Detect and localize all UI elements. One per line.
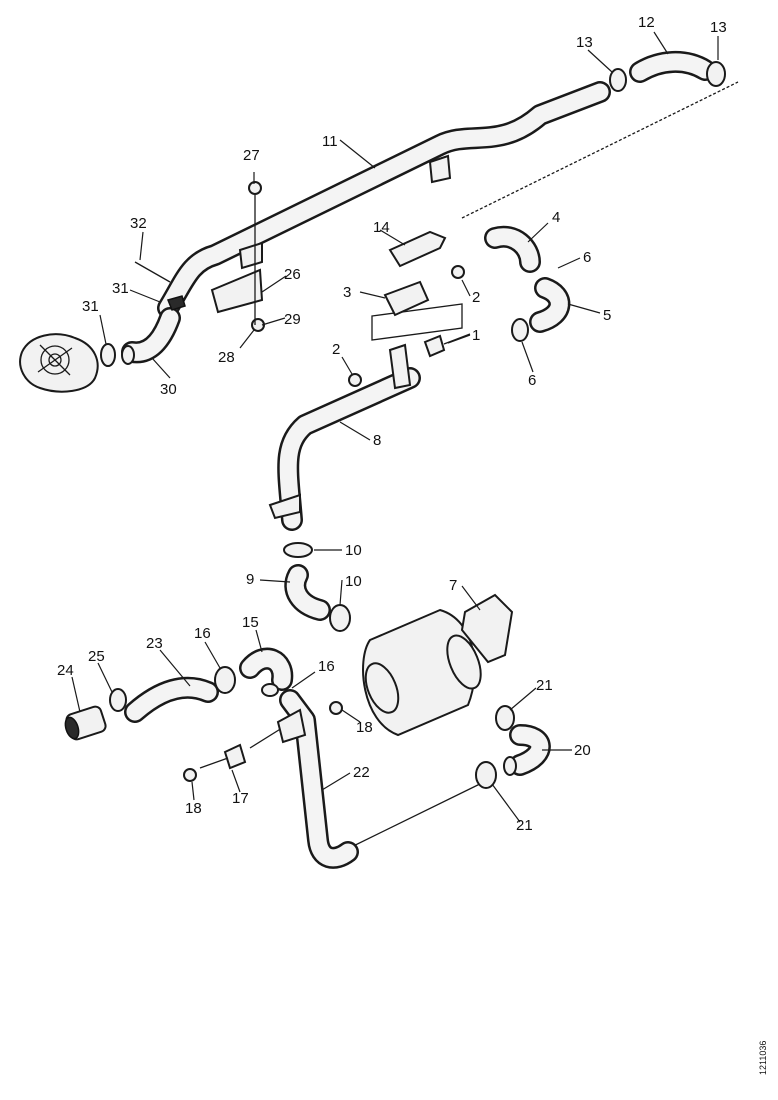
callout-8: 8: [373, 432, 381, 449]
callout-25: 25: [88, 648, 105, 665]
callout-14: 14: [373, 219, 390, 236]
callout-27: 27: [243, 147, 260, 164]
callout-10a: 10: [345, 542, 362, 559]
callout-6b: 6: [528, 372, 536, 389]
assembly-guide-lines: [249, 81, 739, 856]
callout-20: 20: [574, 742, 591, 759]
brackets: [210, 154, 514, 744]
callout-26: 26: [284, 266, 301, 283]
callout-13b: 13: [710, 19, 727, 36]
pipe-bend-15: [239, 647, 294, 691]
document-id: 1211036: [758, 1041, 768, 1075]
callout-32: 32: [130, 215, 147, 232]
turbocharger-housing: [19, 333, 99, 393]
down-pipe-22: [279, 689, 359, 869]
front-pipe-11: [157, 81, 611, 319]
intermediate-pipe-8: [277, 367, 421, 531]
pipe-bend-30: [121, 307, 181, 364]
callout-1: 1: [472, 327, 480, 344]
clamps-and-gaskets: [100, 61, 726, 789]
callout-18b: 18: [185, 800, 202, 817]
callout-21b: 21: [516, 817, 533, 834]
callout-11: 11: [322, 133, 338, 150]
callout-16b: 16: [318, 658, 335, 675]
callout-7: 7: [449, 577, 457, 594]
leader-lines: [71, 31, 719, 823]
callout-21a: 21: [536, 677, 553, 694]
pipe-bend-4: [484, 225, 541, 273]
callout-18a: 18: [356, 719, 373, 736]
muffler: [362, 608, 482, 737]
callout-13a: 13: [576, 34, 593, 51]
callout-3: 3: [343, 284, 351, 301]
callout-23: 23: [146, 635, 163, 652]
callout-9: 9: [246, 571, 254, 588]
callout-12: 12: [638, 14, 655, 31]
fasteners: [134, 181, 471, 782]
callout-31a: 31: [112, 280, 129, 297]
callout-16a: 16: [194, 625, 211, 642]
flex-hose-23: [124, 676, 219, 723]
callout-2a: 2: [472, 289, 480, 306]
end-sleeve-24: [64, 705, 107, 741]
callout-28: 28: [218, 349, 235, 366]
callout-5: 5: [603, 307, 611, 324]
callout-4: 4: [552, 209, 560, 226]
callout-6a: 6: [583, 249, 591, 266]
callout-29: 29: [284, 311, 301, 328]
pipe-bend-20: [509, 724, 551, 776]
callout-30: 30: [160, 381, 177, 398]
tail-pipe-12: [629, 50, 716, 83]
callout-31b: 31: [82, 298, 99, 315]
callout-10b: 10: [345, 573, 362, 590]
pipe-bend-9: [284, 564, 331, 621]
callout-22: 22: [353, 764, 370, 781]
callout-2b: 2: [332, 341, 340, 358]
callout-17: 17: [232, 790, 249, 807]
pipe-bend-5: [529, 277, 571, 333]
callout-labels: 1 2 2 3 4 5 6 6 7 8 9 10 10 11 12 13 13 …: [57, 14, 727, 834]
callout-24: 24: [57, 662, 74, 679]
callout-15: 15: [242, 614, 259, 631]
